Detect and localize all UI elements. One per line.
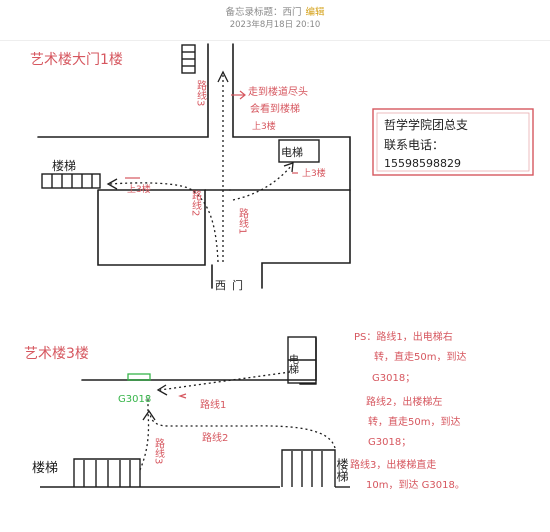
map1-routes (109, 75, 293, 263)
map1-note-1: 走到楼道尽头 (248, 85, 308, 98)
ps-line: 转，直走50m，到达 (374, 350, 466, 363)
map2-routes (139, 371, 336, 471)
edit-link[interactable]: 编辑 (305, 7, 325, 18)
contact-phone: 15598598829 (384, 157, 461, 170)
contact-box (372, 108, 534, 176)
map2-stairs-left: 楼梯 (32, 461, 58, 476)
ps-notes: PS：路线1，出电梯右 转，直走50m，到达 G3018； 路线2，出楼梯左 转… (350, 330, 466, 491)
map1-stairs-label: 楼梯 (52, 158, 76, 173)
map1-red-arrows (125, 90, 298, 179)
map2-route2: 路线2 (202, 431, 228, 444)
map1-top-stairs (181, 44, 196, 74)
memo-date: 2023年8月18日 20:10 (229, 20, 321, 30)
map1-up3-right: 上3楼 (302, 167, 326, 179)
memo-header: 备忘录标题：西门编辑 2023年8月18日 20:10 (0, 6, 550, 32)
map2-stairs-right: 楼梯 (335, 457, 349, 482)
map1-route2: 路线2 (190, 189, 202, 217)
map2-elevator-box (287, 336, 317, 384)
map1-west-gate: 西门 (215, 278, 249, 292)
header-divider (0, 40, 550, 41)
map1-route1: 路线1 (237, 207, 249, 235)
map2-right-stairs (281, 449, 350, 488)
map1-walls (37, 43, 351, 289)
ps-line: G3018； (368, 437, 411, 448)
contact-phone-label: 联系电话： (384, 138, 444, 152)
map1-route3: 路线3 (195, 79, 207, 107)
map2-route1: 路线1 (200, 398, 226, 411)
contact-org: 哲学学院团总支 (384, 117, 468, 132)
ps-line: 10m，到达 G3018。 (366, 479, 465, 491)
room-marker (127, 373, 151, 381)
map2-walls (81, 337, 317, 385)
map2-arrows (142, 384, 168, 421)
map2-elevator-label: 电梯 (287, 353, 299, 375)
ps-line: PS：路线1，出电梯右 (354, 330, 453, 343)
map2-red-arrows (178, 393, 187, 399)
memo-title-value: 西门 (282, 7, 302, 18)
map1-left-stairs (41, 173, 101, 189)
map1-up3-left: 上3楼 (127, 183, 151, 195)
map2-title: 艺术楼3楼 (24, 346, 89, 362)
map2-route3: 路线3 (153, 437, 165, 465)
map2-room-label: G3018 (118, 394, 151, 405)
ps-line: 转，直走50m，到达 (368, 415, 460, 428)
map1-note-2: 会看到楼梯 (250, 102, 300, 115)
map1-elevator-label: 电梯 (281, 146, 303, 159)
ps-line: 路线2，出楼梯左 (366, 395, 442, 408)
map1-title: 艺术楼大门1楼 (30, 52, 123, 68)
ps-line: 路线3，出楼梯直走 (350, 458, 436, 471)
map1-note-3: 上3楼 (252, 120, 276, 132)
map1-arrows (106, 70, 294, 190)
memo-title-label: 备忘录标题： (225, 7, 283, 18)
map1-elevator-box (278, 139, 320, 163)
ps-line: G3018； (372, 373, 415, 384)
map2-left-stairs (40, 458, 280, 488)
